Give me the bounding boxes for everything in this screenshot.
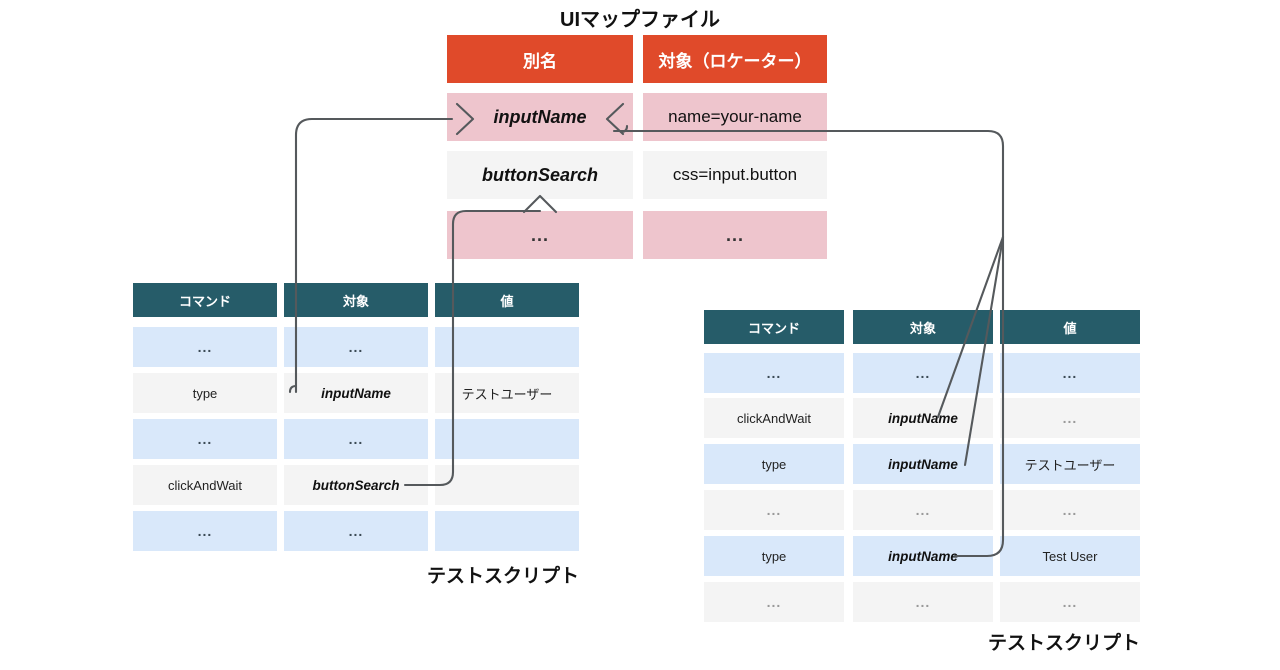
table-row[interactable]: ...	[853, 353, 993, 393]
table-row[interactable]: ...	[1000, 582, 1140, 622]
uimap-column-header-alias: 別名	[447, 35, 633, 83]
uimap-locator-value: css=input.button	[672, 165, 798, 184]
cell-command: ...	[197, 431, 213, 447]
table-row[interactable]: ...	[1000, 353, 1140, 393]
table-row[interactable]: ...	[284, 419, 428, 459]
right-script-caption: テストスクリプト	[987, 633, 1140, 654]
uimap-column-header-locator: 対象（ロケーター）	[643, 35, 827, 83]
cell-value: テストユーザー	[1024, 457, 1116, 473]
table-row[interactable]: clickAndWait	[704, 398, 844, 438]
table-row[interactable]: ...	[284, 511, 428, 551]
cell-command: type	[192, 385, 218, 401]
cell-command: ...	[766, 594, 782, 610]
cell-command: clickAndWait	[737, 410, 811, 426]
uimap-row[interactable]: ...	[447, 211, 633, 259]
right-column-header-command: コマンド	[704, 310, 844, 344]
table-row[interactable]: テストユーザー	[435, 373, 579, 413]
uimap-row[interactable]: css=input.button	[643, 151, 827, 199]
cell-value: Test User	[1042, 548, 1098, 564]
cell-target: inputName	[888, 456, 958, 472]
table-row[interactable]: clickAndWait	[133, 465, 277, 505]
uimap-row[interactable]: name=your-name	[643, 93, 827, 141]
cell-target: ...	[915, 365, 931, 381]
table-row[interactable]: ...	[1000, 398, 1140, 438]
table-row[interactable]: type	[133, 373, 277, 413]
uimap-locator-value: ...	[725, 224, 744, 245]
table-row[interactable]: inputName	[853, 444, 993, 484]
right-column-header-target: 対象	[853, 310, 993, 344]
table-row[interactable]: ...	[704, 353, 844, 393]
uimap-alias-value: buttonSearch	[481, 164, 598, 185]
table-row[interactable]: ...	[1000, 490, 1140, 530]
cell-value: ...	[1062, 594, 1078, 610]
table-row[interactable]: type	[704, 444, 844, 484]
cell-target: ...	[915, 594, 931, 610]
uimap-title: UIマップファイル	[560, 9, 720, 31]
cell-command: ...	[197, 339, 213, 355]
table-row[interactable]: ...	[853, 490, 993, 530]
table-row[interactable]: type	[704, 536, 844, 576]
table-row[interactable]	[435, 465, 579, 505]
table-row[interactable]	[435, 511, 579, 551]
cell-target: inputName	[321, 385, 391, 401]
table-row[interactable]	[435, 419, 579, 459]
left-script-caption: テストスクリプト	[426, 566, 579, 587]
table-row[interactable]: ...	[133, 511, 277, 551]
right-column-header-value: 値	[1000, 310, 1140, 344]
cell-target: inputName	[888, 410, 958, 426]
table-row[interactable]: inputName	[853, 536, 993, 576]
table-row[interactable]: ...	[133, 327, 277, 367]
table-row[interactable]: テストユーザー	[1000, 444, 1140, 484]
table-row[interactable]	[435, 327, 579, 367]
table-row[interactable]: ...	[853, 582, 993, 622]
table-row[interactable]: ...	[284, 327, 428, 367]
left-column-header-target: 対象	[284, 283, 428, 317]
table-row[interactable]: ...	[133, 419, 277, 459]
uimap-row[interactable]: inputName	[447, 93, 633, 141]
table-row[interactable]: Test User	[1000, 536, 1140, 576]
cell-command: clickAndWait	[168, 477, 242, 493]
cell-value: ...	[1062, 365, 1078, 381]
uimap-row[interactable]: ...	[643, 211, 827, 259]
left-column-header-value: 値	[435, 283, 579, 317]
cell-command: type	[761, 456, 787, 472]
cell-target: ...	[348, 431, 364, 447]
uimap-locator-value: name=your-name	[668, 107, 802, 126]
table-row[interactable]: buttonSearch	[284, 465, 428, 505]
uimap-alias-value: inputName	[493, 106, 587, 127]
uimap-alias-value: ...	[530, 224, 549, 245]
uimap-row[interactable]: buttonSearch	[447, 151, 633, 199]
table-row[interactable]: ...	[704, 582, 844, 622]
cell-value: ...	[1062, 410, 1078, 426]
table-row[interactable]: inputName	[853, 398, 993, 438]
table-row[interactable]: inputName	[284, 373, 428, 413]
cell-value: テストユーザー	[461, 386, 553, 402]
cell-command: type	[761, 548, 787, 564]
cell-target: ...	[348, 339, 364, 355]
cell-value: ...	[1062, 502, 1078, 518]
cell-target: buttonSearch	[312, 477, 400, 493]
table-row[interactable]: ...	[704, 490, 844, 530]
cell-command: ...	[197, 523, 213, 539]
cell-command: ...	[766, 502, 782, 518]
left-column-header-command: コマンド	[133, 283, 277, 317]
cell-target: inputName	[888, 548, 958, 564]
cell-target: ...	[348, 523, 364, 539]
cell-command: ...	[766, 365, 782, 381]
cell-target: ...	[915, 502, 931, 518]
